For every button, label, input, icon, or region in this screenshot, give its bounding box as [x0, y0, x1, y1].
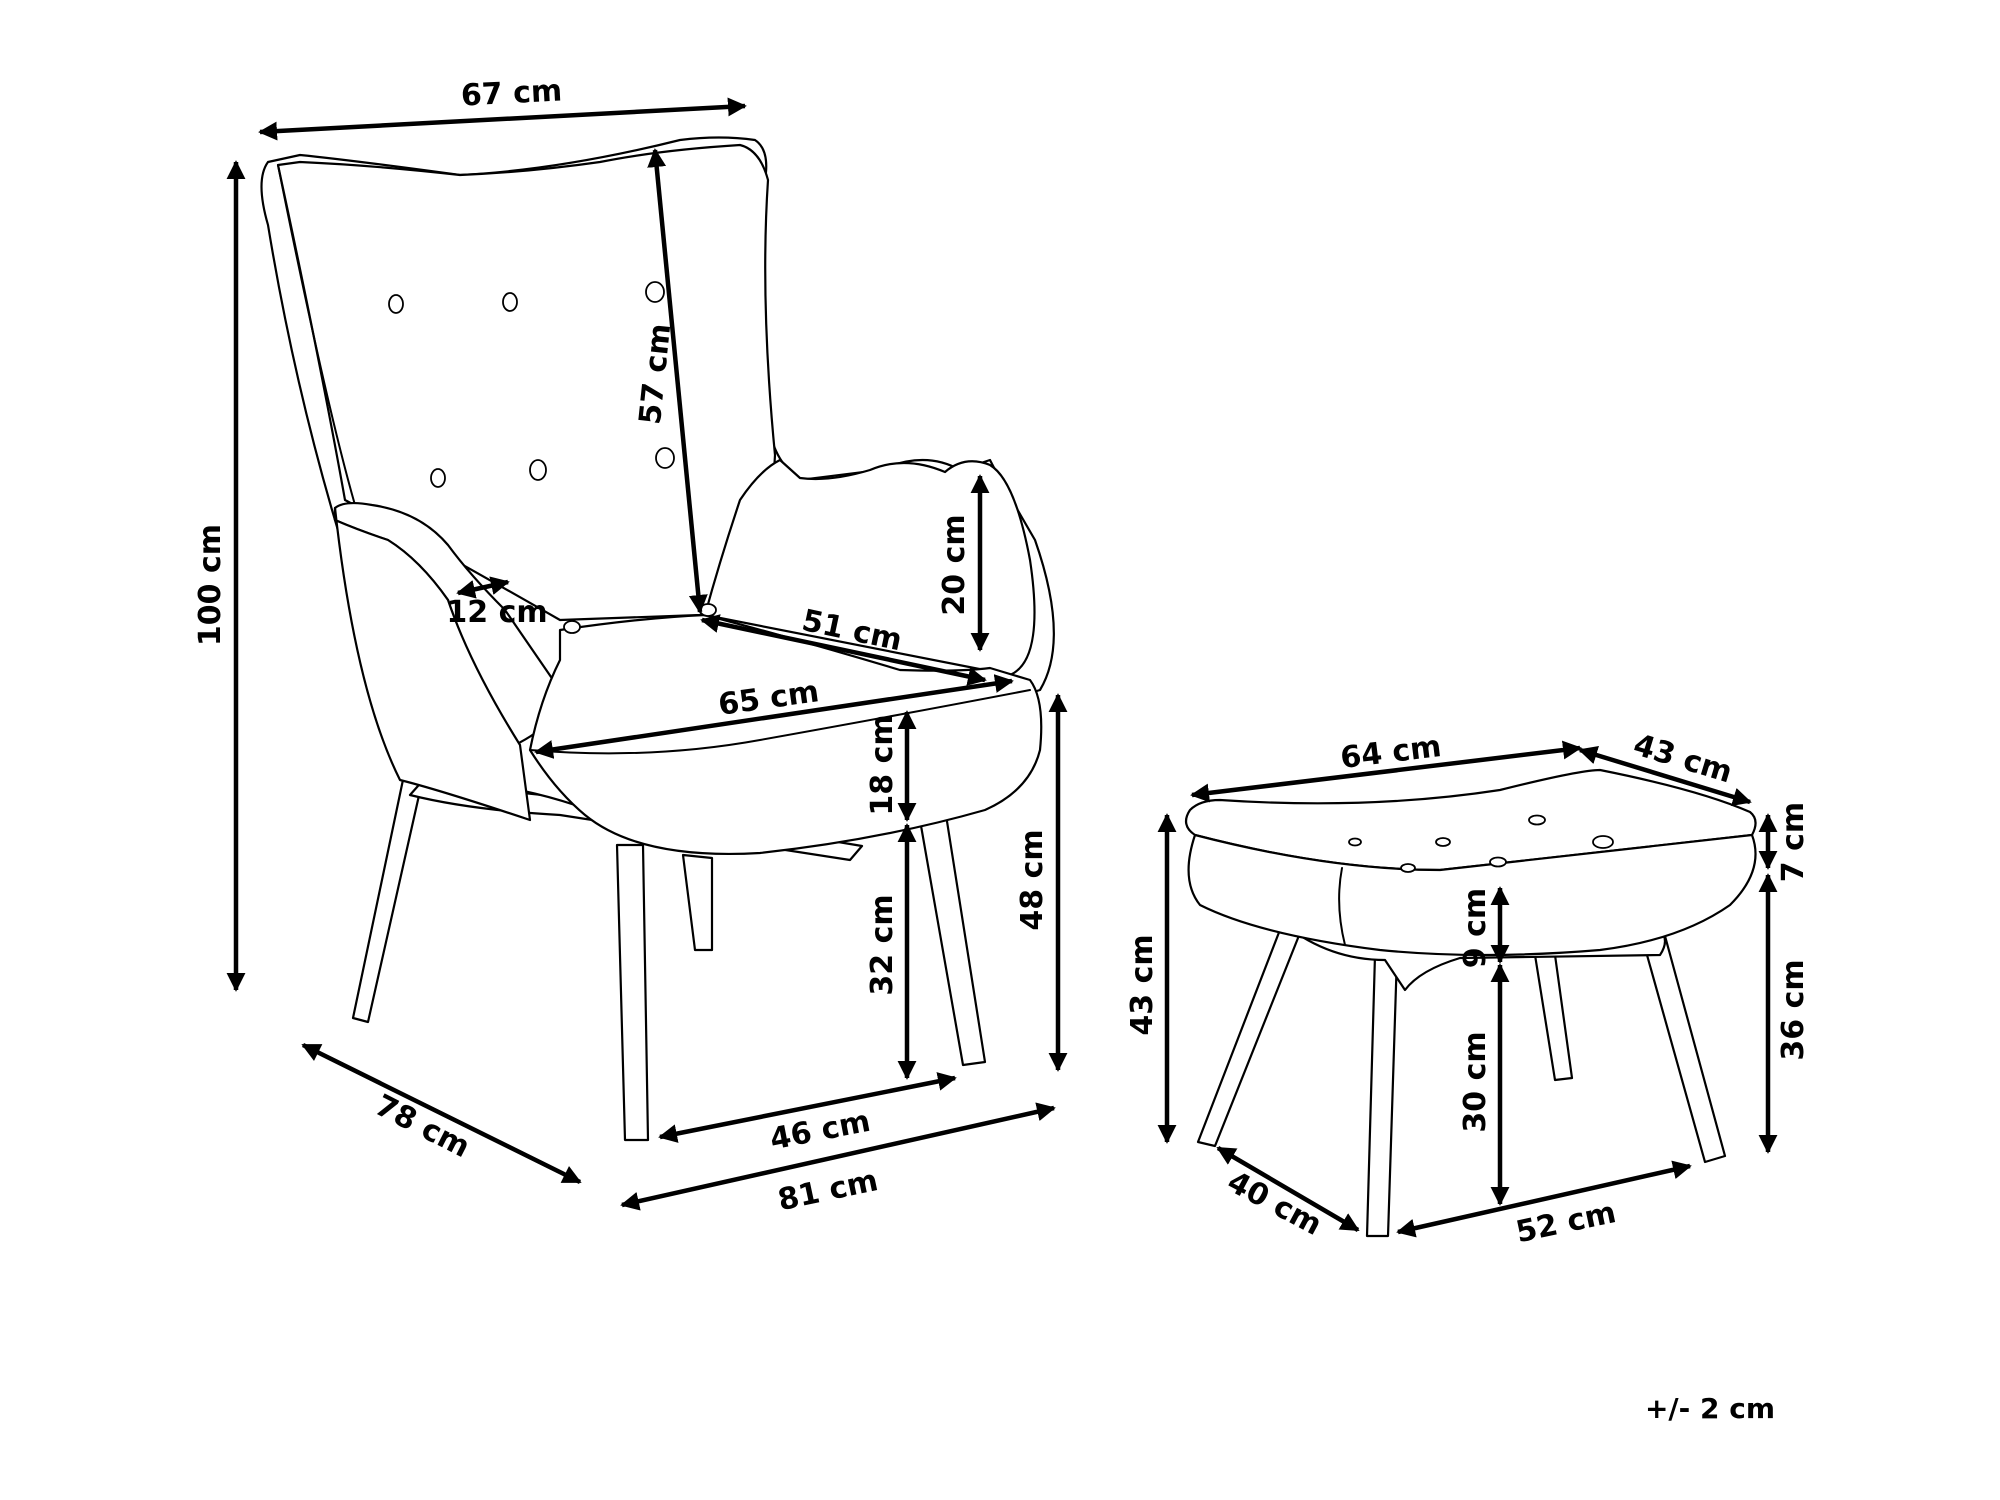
ottoman-button	[1348, 837, 1362, 847]
ottoman-button	[1489, 856, 1507, 868]
armchair-arm-left-front	[333, 506, 532, 822]
dim-line-armchair-depth	[301, 1042, 582, 1185]
ottoman-side-seam	[1338, 867, 1346, 946]
ottoman-button	[1592, 835, 1614, 849]
dim-line-ottoman-width-base	[1396, 1160, 1692, 1238]
armchair-back-seam	[277, 164, 356, 506]
dim-line-armchair-arm-width	[456, 576, 510, 599]
label-ottoman-leg-height: 30 cm	[1458, 1031, 1493, 1132]
armchair-button	[645, 281, 665, 303]
ottoman-cushion-side	[1187, 833, 1757, 957]
ottoman-leg-back-left	[1196, 920, 1304, 1148]
armchair-button	[388, 294, 404, 314]
label-ottoman-width-top: 64 cm	[1338, 729, 1443, 776]
label-armchair-width-top: 67 cm	[460, 73, 563, 113]
label-ottoman-depth-base: 40 cm	[1222, 1164, 1328, 1242]
armchair-front-leg-left	[615, 843, 650, 1142]
armchair-button	[502, 292, 518, 312]
ottoman-button	[1400, 863, 1416, 873]
label-armchair-seat-height: 48 cm	[1015, 829, 1050, 930]
armchair-button	[655, 447, 675, 469]
dim-line-armchair-seat-width	[534, 674, 1014, 759]
armchair-back-leg-left	[351, 773, 424, 1024]
label-armchair-seat-thickness: 18 cm	[865, 714, 900, 815]
ottoman-leg-front-left	[1365, 953, 1399, 1238]
armchair-back-leg-right	[681, 853, 714, 952]
armchair-front-leg-right	[918, 813, 987, 1067]
label-armchair-under-seat: 32 cm	[865, 894, 900, 995]
armchair-button	[563, 620, 581, 634]
tolerance-note: +/- 2 cm	[1645, 1392, 1775, 1425]
dim-line-ottoman-depth-base	[1216, 1146, 1360, 1232]
label-ottoman-cushion: 7 cm	[1776, 802, 1811, 882]
label-ottoman-side-height: 36 cm	[1776, 959, 1811, 1060]
ottoman-leg-back-right	[1533, 953, 1574, 1082]
armchair-button	[699, 603, 717, 617]
label-ottoman-frame: 9 cm	[1458, 888, 1493, 968]
armchair-drawing	[260, 136, 1055, 1142]
label-ottoman-height: 43 cm	[1125, 934, 1160, 1035]
ottoman-drawing	[1184, 768, 1757, 1238]
ottoman-button	[1435, 837, 1451, 847]
dim-line-armchair-width-base	[620, 1102, 1056, 1211]
dimension-lines	[226, 97, 1778, 1238]
armchair-button	[529, 459, 547, 481]
dim-line-armchair-width-top	[258, 97, 747, 141]
dim-line-ottoman-depth-top	[1578, 745, 1752, 807]
label-armchair-depth: 78 cm	[369, 1088, 475, 1165]
armchair-button	[430, 468, 446, 488]
dim-line-ottoman-width-top	[1190, 740, 1582, 803]
dim-line-armchair-backrest	[647, 148, 708, 614]
label-armchair-height: 100 cm	[193, 524, 228, 646]
dim-line-armchair-seat-depth	[700, 614, 987, 686]
label-armchair-arm-width: 12 cm	[446, 595, 547, 630]
ottoman-button	[1528, 814, 1546, 826]
label-armchair-width-base: 81 cm	[775, 1163, 881, 1218]
ottoman-leg-front-right	[1638, 923, 1727, 1164]
label-armchair-arm-height: 20 cm	[937, 514, 972, 615]
